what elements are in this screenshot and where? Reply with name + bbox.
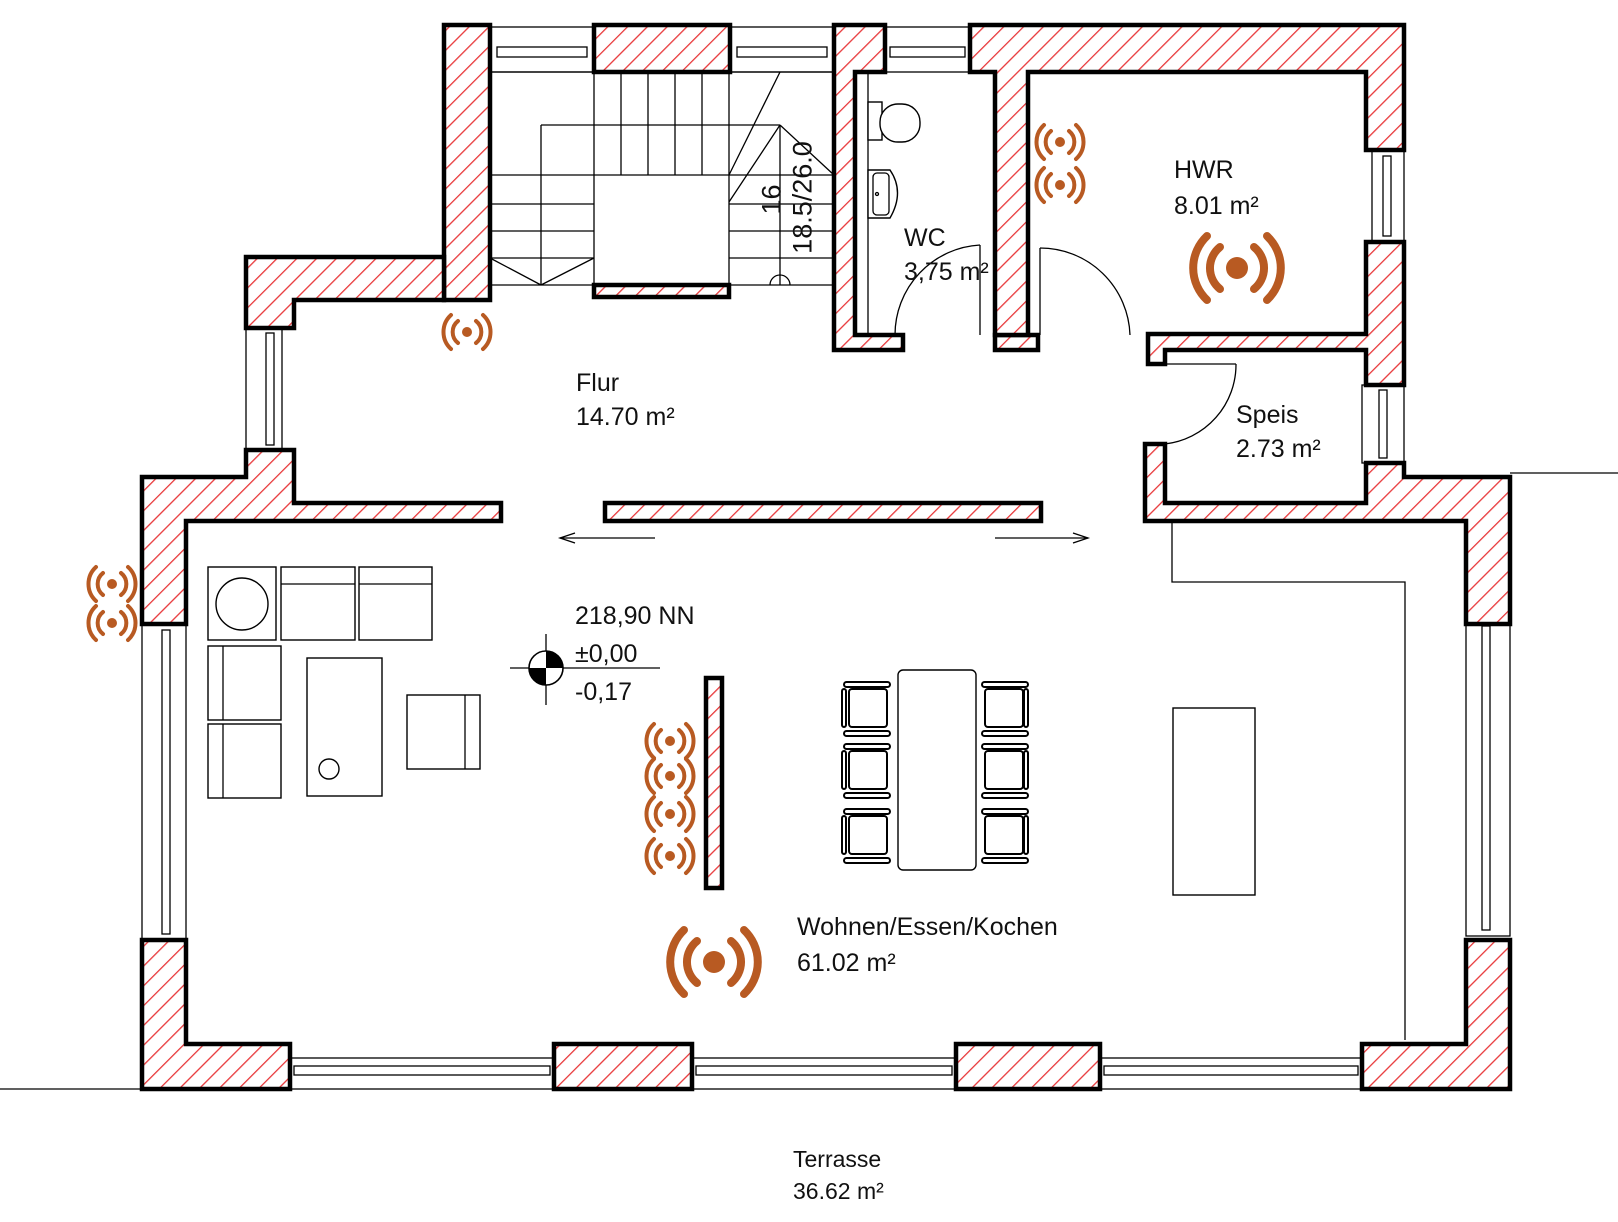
- living-furniture: [207, 566, 481, 799]
- sliding-door-arrows: [557, 532, 1091, 544]
- walls: [139, 22, 1513, 1092]
- wifi-signal-icon: [86, 565, 138, 603]
- wifi-signal-icon: [644, 722, 696, 760]
- doors: [894, 244, 1237, 445]
- dining-chair: [841, 743, 891, 799]
- dining-set: [841, 669, 1029, 871]
- windows: [141, 26, 1511, 1090]
- wifi-signal-icon: [644, 795, 696, 833]
- staircase: [489, 71, 835, 300]
- dining-chair: [981, 743, 1029, 799]
- dining-chair: [841, 808, 891, 864]
- wifi-signal-icon: [1034, 123, 1086, 161]
- wc-fixtures: [867, 72, 921, 335]
- kitchen-island: [1172, 707, 1256, 896]
- kitchen-counter: [1171, 521, 1406, 1040]
- wifi-signal-icon: [644, 837, 696, 875]
- wifi-signal-icon: [644, 757, 696, 795]
- dining-chair: [981, 808, 1029, 864]
- wifi-signal-icon: [86, 604, 138, 642]
- wifi-signal-icon: [1034, 166, 1086, 204]
- wifi-signal-icon: [1193, 236, 1281, 300]
- wifi-signal-icon: [441, 313, 493, 351]
- dining-chair: [981, 681, 1029, 737]
- dining-chair: [841, 681, 891, 737]
- wifi-signal-icon: [670, 930, 758, 994]
- elevation-marker: [510, 634, 660, 705]
